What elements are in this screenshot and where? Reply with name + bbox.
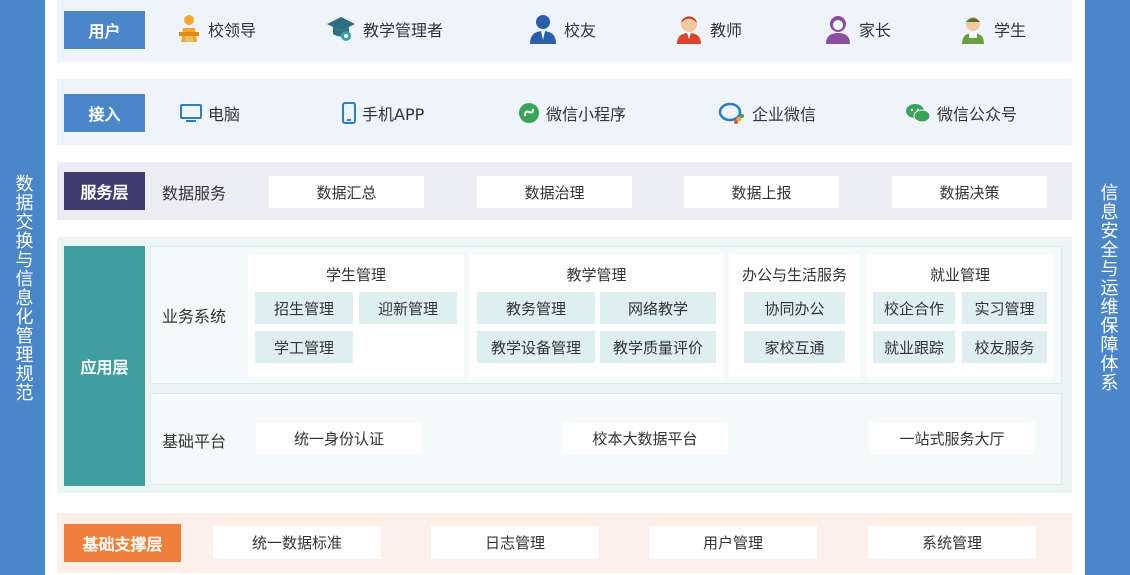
access-tag-label: 接入 xyxy=(88,105,121,124)
group-item: 家校互通 xyxy=(744,331,845,363)
group-title: 就业管理 xyxy=(929,266,990,284)
wecom-icon xyxy=(718,101,746,125)
service-item: 数据决策 xyxy=(892,176,1047,208)
group-item: 教学设备管理 xyxy=(477,331,595,363)
phone-icon xyxy=(342,102,356,124)
user-student: 学生 xyxy=(958,14,1026,44)
user-teacher: 教师 xyxy=(674,14,742,44)
access-tag: 接入 xyxy=(64,94,145,132)
parent-icon xyxy=(823,14,853,44)
users-tag-label: 用户 xyxy=(88,22,121,41)
application-tag: 应用层 xyxy=(64,246,145,486)
access-label: 企业微信 xyxy=(752,105,817,124)
platform-item: 一站式服务大厅 xyxy=(869,422,1035,454)
user-label: 教学管理者 xyxy=(363,21,444,40)
access-label: 手机APP xyxy=(362,105,425,124)
access-label: 微信公众号 xyxy=(937,105,1018,124)
group-item: 校企合作 xyxy=(873,292,955,324)
access-wecom: 企业微信 xyxy=(718,100,816,126)
group-item: 就业跟踪 xyxy=(873,331,955,363)
left-side-label: 数据交换与信息化管理规范 xyxy=(12,173,34,402)
service-item: 数据汇总 xyxy=(269,176,424,208)
group-item: 协同办公 xyxy=(744,292,845,324)
support-tag-label: 基础支撑层 xyxy=(82,535,163,554)
right-side-label: 信息安全与运维保障体系 xyxy=(1097,183,1119,392)
access-mini-program: 微信小程序 xyxy=(518,100,626,126)
user-label: 校领导 xyxy=(208,21,257,40)
users-row xyxy=(57,0,1072,62)
group-item: 学工管理 xyxy=(255,331,353,363)
user-alumni: 校友 xyxy=(528,14,596,44)
access-label: 微信小程序 xyxy=(546,105,627,124)
service-label: 数据服务 xyxy=(162,184,227,203)
service-item: 数据治理 xyxy=(477,176,632,208)
user-label: 家长 xyxy=(859,21,892,40)
group-item: 网络教学 xyxy=(600,292,716,324)
access-row xyxy=(57,79,1072,145)
group-title: 教学管理 xyxy=(566,266,627,284)
access-app: 手机APP xyxy=(342,100,424,126)
graduation-cap-icon xyxy=(325,14,357,44)
platform-label: 基础平台 xyxy=(162,432,227,451)
teacher-icon xyxy=(674,14,704,44)
service-tag-label: 服务层 xyxy=(80,183,129,202)
access-label: 电脑 xyxy=(208,105,241,124)
leader-icon xyxy=(176,14,202,44)
alumni-icon xyxy=(528,14,558,44)
user-parent: 家长 xyxy=(823,14,891,44)
user-leader: 校领导 xyxy=(176,14,256,44)
support-item: 系统管理 xyxy=(868,526,1036,559)
group-title: 办公与生活服务 xyxy=(741,266,847,284)
mini-program-icon xyxy=(518,102,540,124)
group-item: 迎新管理 xyxy=(359,292,457,324)
support-item: 日志管理 xyxy=(431,526,599,559)
group-item: 教学质量评价 xyxy=(600,331,716,363)
business-label: 业务系统 xyxy=(162,307,227,326)
platform-item: 统一身份认证 xyxy=(256,422,422,454)
right-side-bar: 信息安全与运维保障体系 xyxy=(1085,0,1130,575)
group-item: 实习管理 xyxy=(962,292,1047,324)
student-icon xyxy=(958,14,988,44)
group-item: 校友服务 xyxy=(962,331,1047,363)
platform-item: 校本大数据平台 xyxy=(562,422,728,454)
group-title: 学生管理 xyxy=(325,266,386,284)
user-label: 教师 xyxy=(710,21,743,40)
users-tag: 用户 xyxy=(64,11,145,49)
support-tag: 基础支撑层 xyxy=(64,524,181,562)
support-item: 用户管理 xyxy=(649,526,817,559)
access-wechat: 微信公众号 xyxy=(905,100,1017,126)
group-item: 招生管理 xyxy=(255,292,353,324)
service-item: 数据上报 xyxy=(684,176,839,208)
service-tag: 服务层 xyxy=(64,172,145,210)
left-side-bar: 数据交换与信息化管理规范 xyxy=(0,0,45,575)
wechat-icon xyxy=(905,102,931,124)
group-item: 教务管理 xyxy=(477,292,595,324)
user-teaching-manager: 教学管理者 xyxy=(325,14,443,44)
user-label: 校友 xyxy=(564,21,597,40)
monitor-icon xyxy=(180,103,202,123)
user-label: 学生 xyxy=(994,21,1027,40)
access-pc: 电脑 xyxy=(180,100,240,126)
support-item: 统一数据标准 xyxy=(213,526,381,559)
application-tag-label: 应用层 xyxy=(80,358,129,377)
